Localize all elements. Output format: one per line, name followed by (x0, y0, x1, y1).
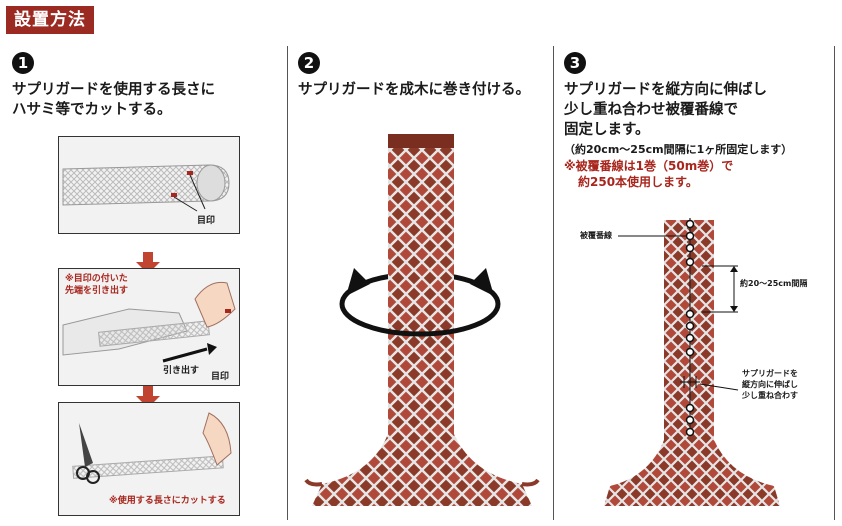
step-1-panel-pull: ※目印の付いた 先端を引き出す 引き出す 目印 (58, 268, 240, 386)
mark-label: 目印 (197, 216, 216, 226)
tree-fixing-illustration (604, 218, 780, 506)
step-number-2: 2 (298, 52, 320, 74)
step-1-panel-roll: 目印 (58, 136, 240, 234)
interval-note: （約20cm～25cm間隔に1ヶ所固定します） (564, 143, 793, 156)
pull-note: ※目印の付いた 先端を引き出す (65, 274, 129, 296)
step-number-3: 3 (564, 52, 586, 74)
step-1-text: サプリガードを使用する長さに ハサミ等でカットする。 (12, 82, 215, 118)
step-1-panel-cut: ※使用する長さにカットする (58, 402, 240, 516)
pull-out-illustration (62, 281, 236, 363)
wire-usage-note: ※被覆番線は1巻（50m巻）で 約250本使用します。 (564, 159, 734, 189)
overlap-label: サプリガードを 縦方向に伸ばし 少し重ね合わす (742, 369, 798, 400)
cut-illustration (72, 412, 232, 484)
step-2: 2 サプリガードを成木に巻き付ける。 (298, 52, 530, 100)
column-divider-3 (834, 46, 835, 520)
interval-label: 約20～25cm間隔 (740, 279, 808, 288)
cut-note: ※使用する長さにカットする (109, 496, 226, 506)
step-3: 3 サプリガードを縦方向に伸ばし 少し重ね合わせ被覆番線で 固定します。 （約2… (564, 52, 792, 190)
wire-label: 被覆番線 (580, 231, 612, 240)
step-2-text: サプリガードを成木に巻き付ける。 (298, 82, 530, 98)
tree-wrap-illustration (304, 134, 540, 506)
step-number-1: 1 (12, 52, 34, 74)
step-3-text: サプリガードを縦方向に伸ばし 少し重ね合わせ被覆番線で 固定します。 (564, 82, 767, 138)
pull-label: 引き出す (163, 366, 200, 376)
net-roll-illustration (62, 164, 230, 212)
step-1: 1 サプリガードを使用する長さに ハサミ等でカットする。 (12, 52, 215, 120)
column-divider-1 (287, 46, 288, 520)
page-title: 設置方法 (6, 6, 94, 34)
mark-label-2: 目印 (211, 372, 230, 382)
column-divider-2 (553, 46, 554, 520)
